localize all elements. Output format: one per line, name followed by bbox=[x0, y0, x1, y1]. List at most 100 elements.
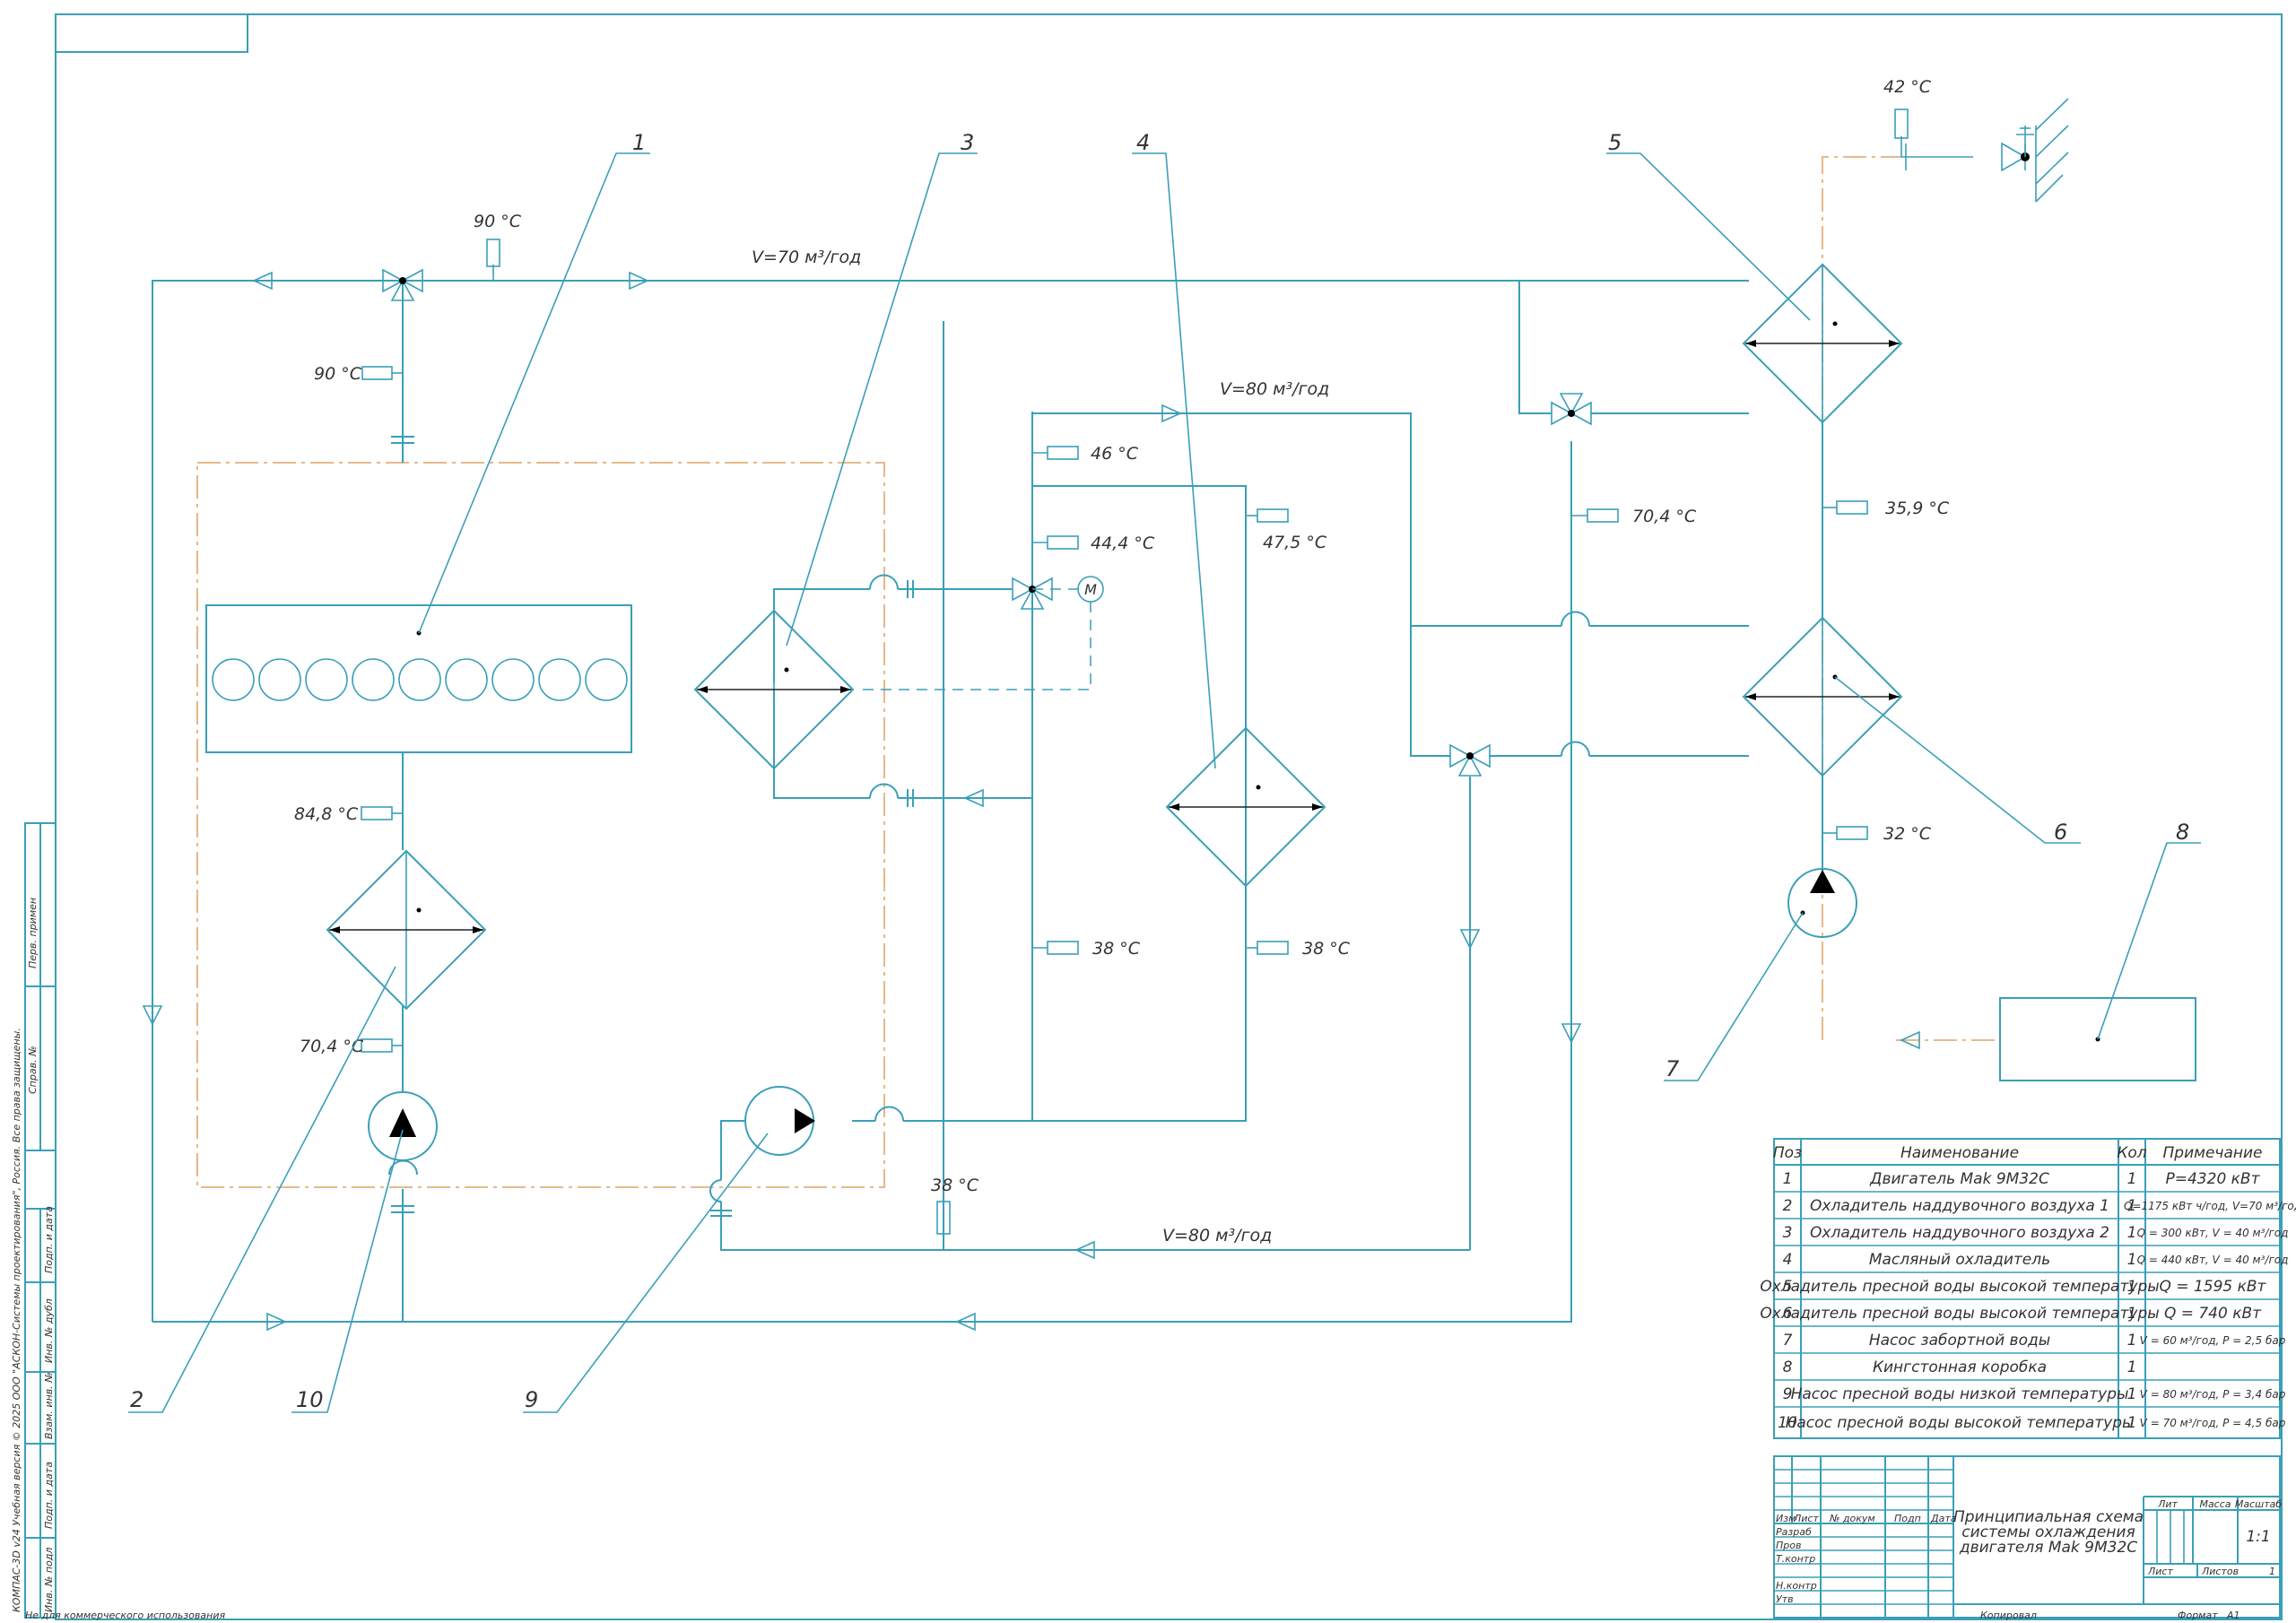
callout-2: 2 bbox=[130, 1387, 144, 1412]
spec-header-name: Наименование bbox=[1900, 1144, 2019, 1162]
side-vzam-inv: Взам. инв. № bbox=[43, 1372, 55, 1439]
footer-note: Не для коммерческого использования bbox=[25, 1610, 225, 1621]
title-block: Изм Лист № докум Подп Дата Разраб Пров Т… bbox=[1773, 1455, 2282, 1621]
temperature-sensors bbox=[361, 108, 1909, 1250]
temp-47-5: 47,5 °С bbox=[1263, 533, 1327, 552]
temp-38-a: 38 °С bbox=[1092, 939, 1141, 959]
spec-row-qty: 1 bbox=[2127, 1224, 2137, 1242]
spec-row-note: Q = 740 кВт bbox=[2164, 1305, 2262, 1323]
spec-row-qty: 1 bbox=[2127, 1414, 2137, 1432]
engine bbox=[205, 604, 632, 753]
spec-row-pos: 9 bbox=[1783, 1385, 1793, 1403]
drawing-title-2: системы охлаждения bbox=[1961, 1523, 2135, 1541]
side-podp-data2: Подп. и дата bbox=[43, 1462, 55, 1529]
temp-70-4-right: 70,4 °С bbox=[1632, 507, 1697, 526]
hx-fw-high-temp-5 bbox=[1743, 264, 1902, 423]
side-podp-data1: Подп. и дата bbox=[43, 1206, 55, 1273]
spec-row-pos: 8 bbox=[1783, 1358, 1793, 1376]
kompas-copyright: КОМПАС-3D v24 Учебная версия © 2025 ООО … bbox=[11, 1028, 22, 1612]
tb-col-list: Лист bbox=[1793, 1513, 1819, 1524]
hx-charge-air-2 bbox=[694, 610, 854, 769]
side-inv-podl: Инв. № подл bbox=[43, 1548, 55, 1612]
spec-row-name: Охладитель пресной воды высокой температ… bbox=[1760, 1305, 2159, 1323]
spec-row-qty: 1 bbox=[2127, 1332, 2137, 1350]
spec-row-name: Охладитель наддувочного воздуха 2 bbox=[1810, 1224, 2109, 1242]
spec-row-qty: 1 bbox=[2127, 1170, 2137, 1188]
motor: М bbox=[857, 576, 1104, 690]
drawing-title-3: двигателя Mak 9M32C bbox=[1959, 1539, 2137, 1557]
side-perv-primen: Перв. примен bbox=[27, 898, 39, 968]
pump-seawater bbox=[1787, 868, 1857, 938]
spec-row-name: Насос забортной воды bbox=[1869, 1332, 2050, 1350]
callout-6: 6 bbox=[2054, 820, 2067, 845]
spec-row-name: Масляный охладитель bbox=[1869, 1251, 2050, 1269]
flow-upper: V=70 м³/год bbox=[752, 247, 861, 267]
spec-row-qty: 1 bbox=[2127, 1197, 2137, 1215]
spec-row-pos: 1 bbox=[1783, 1170, 1793, 1188]
callout-8: 8 bbox=[2176, 820, 2189, 845]
seawater-circuit bbox=[1822, 98, 2196, 1081]
callout-5: 5 bbox=[1608, 130, 1622, 155]
spec-row-pos: 2 bbox=[1783, 1197, 1793, 1215]
tb-row-tkontr: Т.контр bbox=[1776, 1553, 1815, 1565]
flow-arrows bbox=[142, 271, 1920, 1332]
tb-col-date: Дата bbox=[1930, 1513, 1957, 1524]
spec-row-name: Кингстонная коробка bbox=[1873, 1358, 2047, 1376]
spec-row-qty: 1 bbox=[2127, 1278, 2137, 1296]
temp-42: 42 °С bbox=[1883, 77, 1932, 97]
tb-mass: Масса bbox=[2199, 1498, 2231, 1510]
spec-row-pos: 10 bbox=[1778, 1414, 1797, 1432]
spec-row-pos: 7 bbox=[1783, 1332, 1793, 1350]
tb-col-doc: № докум bbox=[1829, 1513, 1875, 1524]
tb-sheets: Листов bbox=[2201, 1566, 2239, 1577]
callout-3: 3 bbox=[961, 130, 974, 155]
spec-table: Поз Наименование Кол Примечание 1 Двигат… bbox=[1760, 1138, 2296, 1439]
tb-sheets-value: 1 bbox=[2269, 1566, 2275, 1577]
callout-7: 7 bbox=[1665, 1056, 1680, 1081]
tb-row-utv: Утв bbox=[1776, 1593, 1794, 1605]
temp-top-90: 90 °С bbox=[474, 212, 522, 231]
spec-row-name: Насос пресной воды низкой температуры bbox=[1791, 1385, 2129, 1403]
motor-label: М bbox=[1084, 581, 1097, 598]
spec-row-note: Q = 1595 кВт bbox=[2160, 1278, 2267, 1296]
hx-oil-cooler bbox=[1166, 727, 1326, 887]
lt-circuit bbox=[709, 321, 1749, 1251]
side-sprav: Справ. № bbox=[27, 1046, 39, 1094]
temp-46: 46 °С bbox=[1091, 444, 1139, 464]
spec-row-note: Q = 440 кВт, V = 40 м³/год bbox=[2137, 1254, 2289, 1266]
tb-lit: Лит bbox=[2157, 1498, 2178, 1510]
temp-35-9: 35,9 °С bbox=[1885, 499, 1950, 518]
side-inv-dubl: Инв. № дубл bbox=[43, 1298, 55, 1363]
pump-ht bbox=[368, 1091, 438, 1176]
hx-fw-high-temp-6 bbox=[1743, 617, 1902, 777]
flow-middle: V=80 м³/год bbox=[1220, 379, 1329, 399]
callout-10: 10 bbox=[296, 1387, 324, 1412]
spec-header-note: Примечание bbox=[2163, 1144, 2263, 1162]
valve-lt-oil bbox=[1449, 744, 1491, 777]
tb-sheet: Лист bbox=[2147, 1566, 2173, 1577]
spec-row-note: V = 80 м³/год, P = 3,4 бар bbox=[2140, 1388, 2286, 1401]
spec-row-note: P=4320 кВт bbox=[2166, 1170, 2261, 1188]
callout-leaders bbox=[128, 152, 2201, 1413]
temp-32: 32 °С bbox=[1883, 824, 1932, 844]
spec-row-qty: 1 bbox=[2127, 1251, 2137, 1269]
spec-row-note: Q=1175 кВт ч/год, V=70 м³/год bbox=[2124, 1200, 2296, 1212]
temp-38-b: 38 °С bbox=[1302, 939, 1351, 959]
callout-9: 9 bbox=[525, 1387, 538, 1412]
tb-scale-value: 1:1 bbox=[2246, 1528, 2270, 1546]
ht-circuit bbox=[152, 280, 1749, 1323]
spec-row-pos: 4 bbox=[1783, 1251, 1793, 1269]
spec-header-qty: Кол bbox=[2117, 1144, 2146, 1162]
tb-col-izm: Изм bbox=[1776, 1513, 1796, 1524]
spec-row-name: Двигатель Mak 9M32C bbox=[1869, 1170, 2049, 1188]
side-stamp: Перв. примен Справ. № Подп. и дата Инв. … bbox=[11, 822, 57, 1619]
spec-row-name: Охладитель наддувочного воздуха 1 bbox=[1810, 1197, 2109, 1215]
hx-charge-air-1 bbox=[326, 850, 486, 1010]
valve-ht-bypass bbox=[1551, 393, 1592, 425]
tb-copied: Копировал bbox=[1980, 1610, 2037, 1621]
temp-38-bottom: 38 °С bbox=[931, 1176, 979, 1195]
tb-format: Формат bbox=[2178, 1610, 2218, 1621]
spec-row-pos: 3 bbox=[1783, 1224, 1793, 1242]
spec-header-pos: Поз bbox=[1773, 1144, 1802, 1162]
